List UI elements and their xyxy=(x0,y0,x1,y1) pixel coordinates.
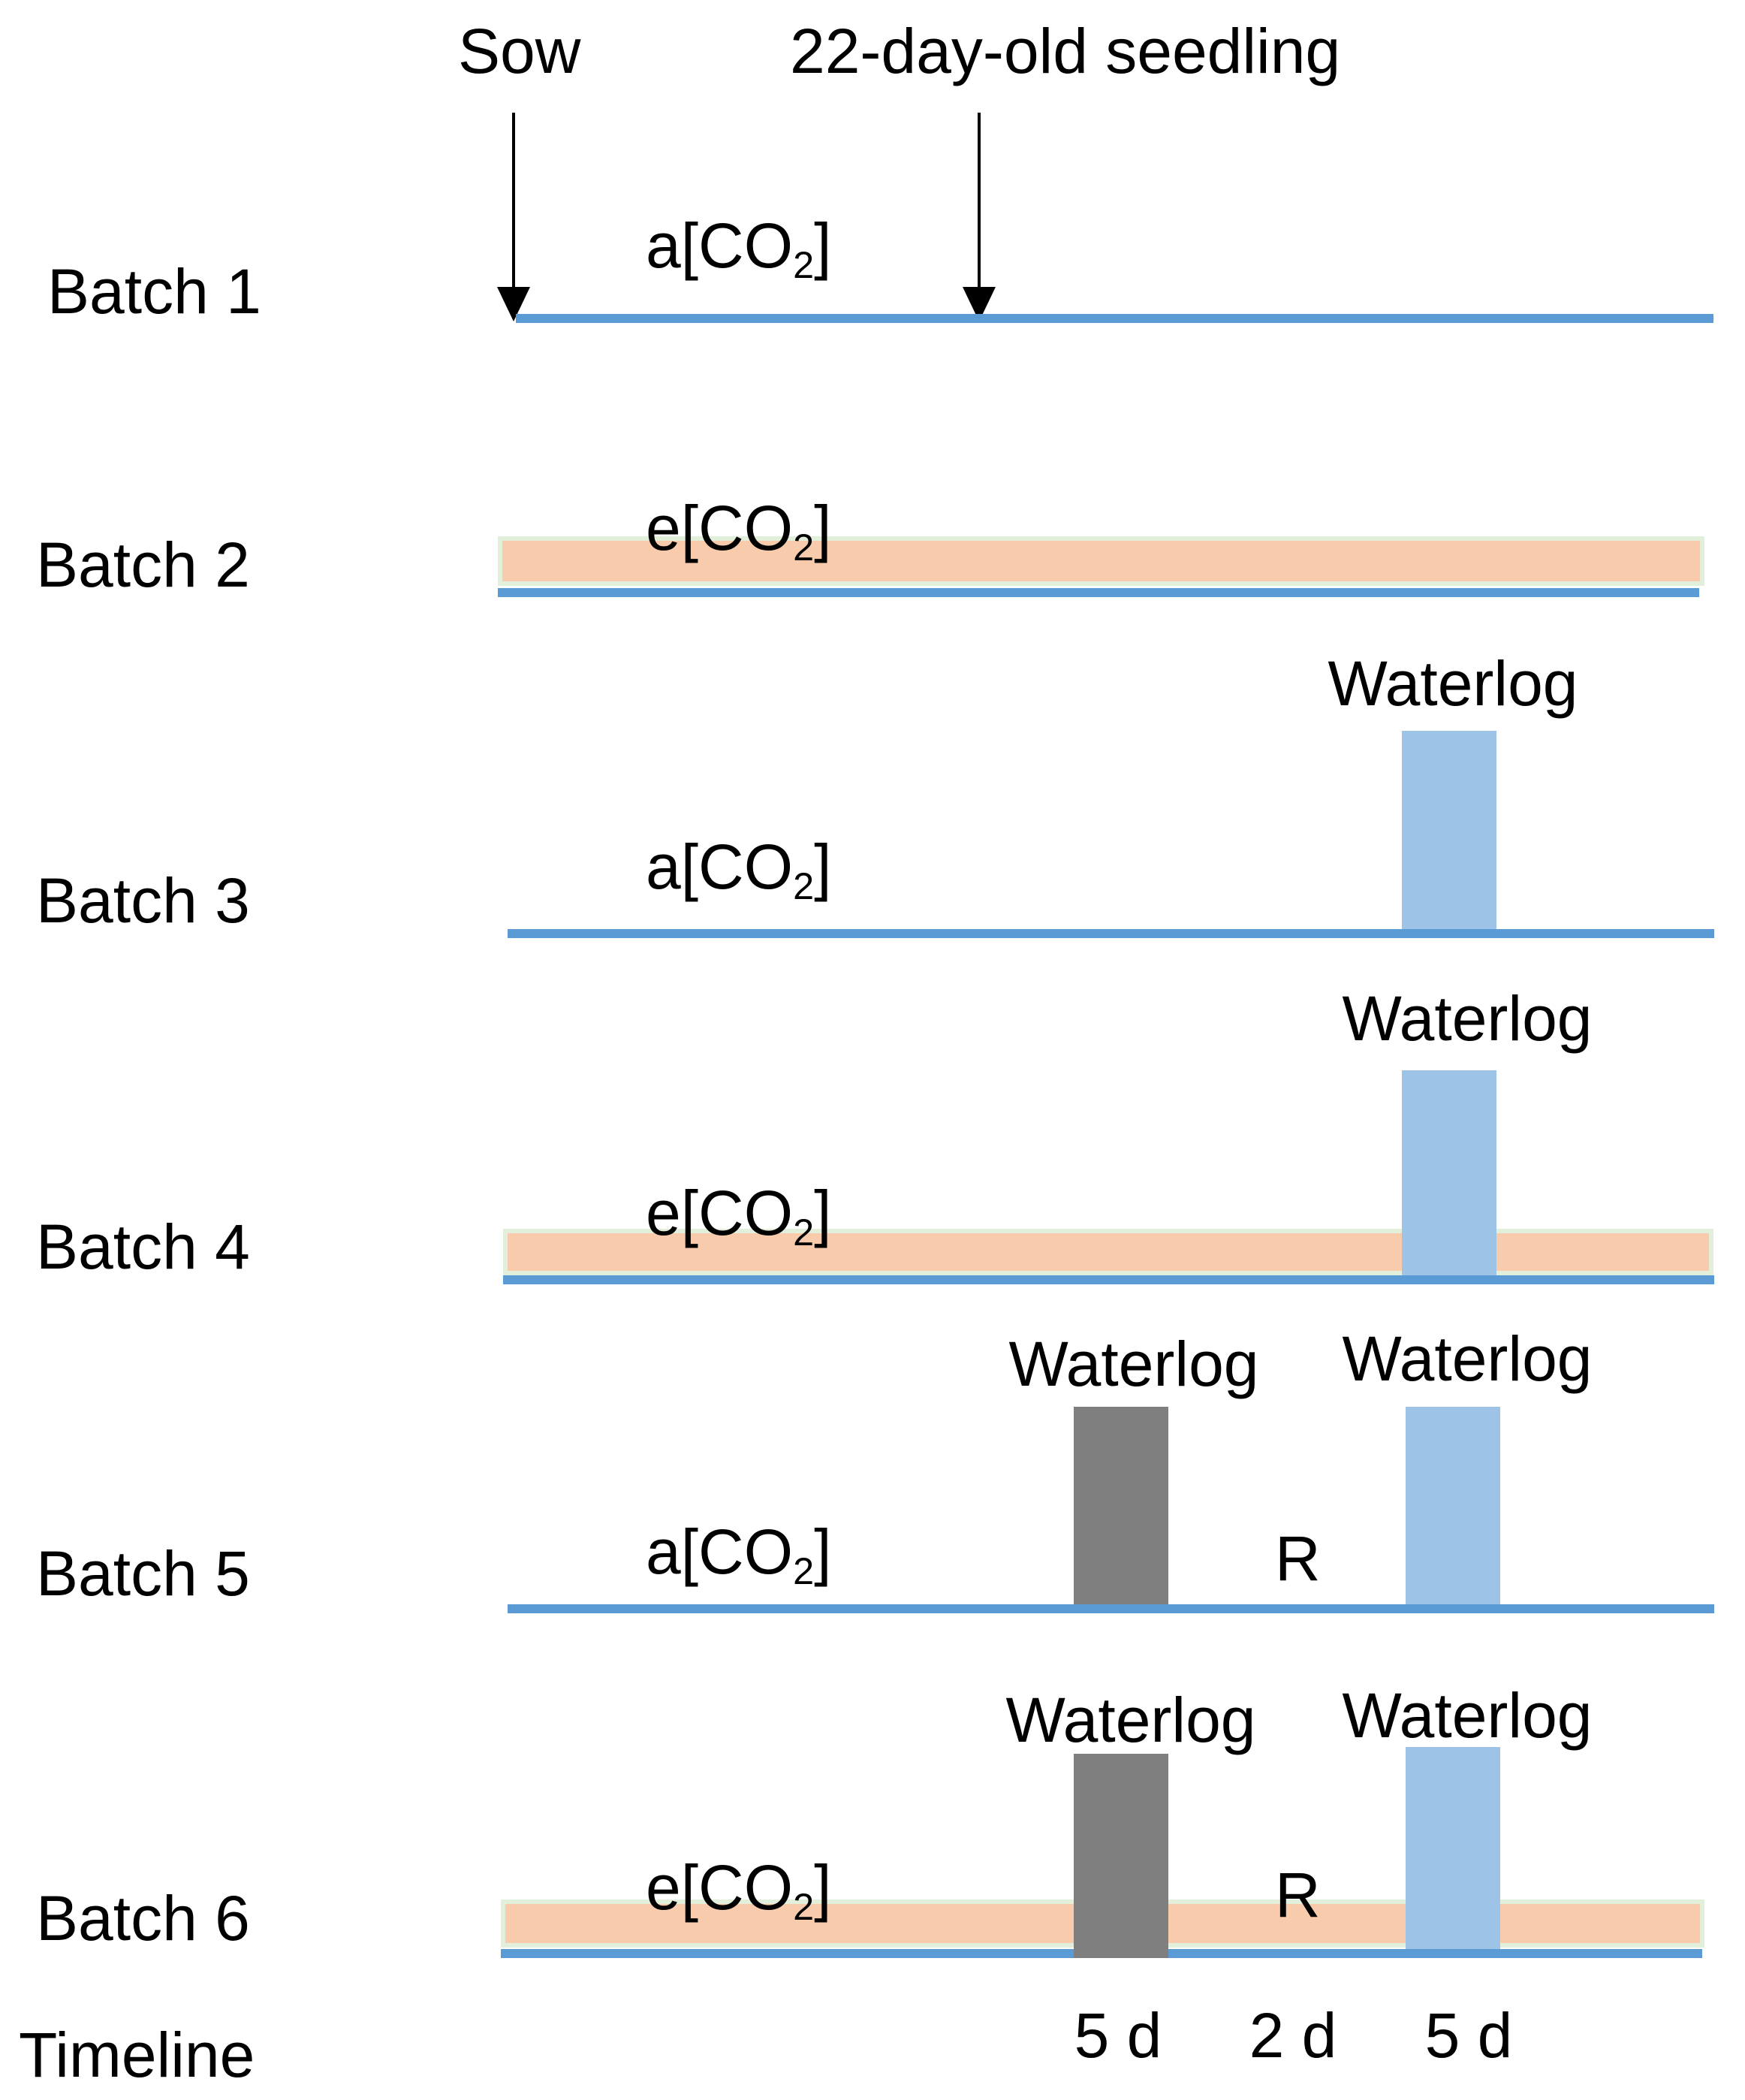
batch-3-waterlog-label: Waterlog xyxy=(1328,648,1578,719)
co2-pre: e[CO xyxy=(646,1852,794,1923)
batch-4-waterlog-label: Waterlog xyxy=(1342,983,1593,1054)
batch-6-recovery-label: R xyxy=(1275,1860,1321,1930)
batch-6-co2-label: e[CO2] xyxy=(646,1854,831,1927)
batch-4-co2-label: e[CO2] xyxy=(646,1180,831,1253)
batch-5-waterlog-bar-gray xyxy=(1074,1407,1168,1604)
batch-2-co2-label: e[CO2] xyxy=(646,495,831,568)
co2-sub: 2 xyxy=(793,864,815,908)
batch-5-co2-label: a[CO2] xyxy=(646,1519,831,1592)
batch-3-waterlog-bar xyxy=(1402,731,1496,929)
seedling-arrow-stem xyxy=(978,113,981,290)
batch-6-waterlog-bar-gray xyxy=(1074,1754,1168,1958)
batch-2-label: Batch 2 xyxy=(36,530,250,600)
batch-5-waterlog-bar-blue xyxy=(1406,1407,1500,1604)
batch-3-label: Batch 3 xyxy=(36,865,250,936)
co2-sub: 2 xyxy=(793,243,815,287)
sow-arrow-stem xyxy=(512,113,515,290)
co2-post: ] xyxy=(814,1516,832,1587)
batch-5-waterlog-label-1: Waterlog xyxy=(1008,1329,1259,1399)
batch-6-waterlog-bar-blue xyxy=(1406,1747,1500,1949)
batch-6-waterlog-label-1: Waterlog xyxy=(1005,1685,1256,1755)
co2-post: ] xyxy=(814,210,832,281)
batch-3-co2-label: a[CO2] xyxy=(646,834,831,907)
batch-5-label: Batch 5 xyxy=(36,1538,250,1609)
batch-4-eco2-band xyxy=(503,1229,1713,1275)
batch-1-co2-label: a[CO2] xyxy=(646,213,831,285)
seedling-label: 22-day-old seedling xyxy=(790,16,1341,86)
co2-post: ] xyxy=(814,493,832,563)
co2-sub: 2 xyxy=(793,526,815,569)
batch-4-waterlog-bar xyxy=(1402,1070,1496,1275)
batch-6-waterlog-label-2: Waterlog xyxy=(1342,1680,1593,1751)
timeline-label: Timeline xyxy=(19,2020,255,2090)
co2-pre: e[CO xyxy=(646,1178,794,1248)
co2-pre: a[CO xyxy=(646,1516,794,1587)
co2-sub: 2 xyxy=(793,1211,815,1254)
sow-label: Sow xyxy=(458,16,581,86)
co2-post: ] xyxy=(814,1178,832,1248)
batch-4-timeline-bar xyxy=(503,1275,1714,1284)
batch-5-timeline-bar xyxy=(508,1604,1714,1613)
timeline-duration-3: 5 d xyxy=(1424,2000,1513,2071)
batch-1-timeline-bar xyxy=(516,314,1713,323)
batch-2-timeline-bar xyxy=(498,588,1699,597)
co2-post: ] xyxy=(814,831,832,902)
co2-pre: e[CO xyxy=(646,493,794,563)
timeline-duration-2: 2 d xyxy=(1249,2000,1337,2071)
co2-sub: 2 xyxy=(793,1885,815,1929)
batch-1-label: Batch 1 xyxy=(47,256,261,327)
batch-5-recovery-label: R xyxy=(1275,1523,1321,1594)
batch-5-waterlog-label-2: Waterlog xyxy=(1342,1323,1593,1394)
batch-6-label: Batch 6 xyxy=(36,1883,250,1954)
batch-4-label: Batch 4 xyxy=(36,1211,250,1282)
co2-pre: a[CO xyxy=(646,831,794,902)
batch-2-eco2-band xyxy=(498,536,1704,586)
batch-3-timeline-bar xyxy=(508,929,1714,938)
timeline-duration-1: 5 d xyxy=(1074,2000,1162,2071)
co2-post: ] xyxy=(814,1852,832,1923)
co2-sub: 2 xyxy=(793,1549,815,1593)
co2-pre: a[CO xyxy=(646,210,794,281)
